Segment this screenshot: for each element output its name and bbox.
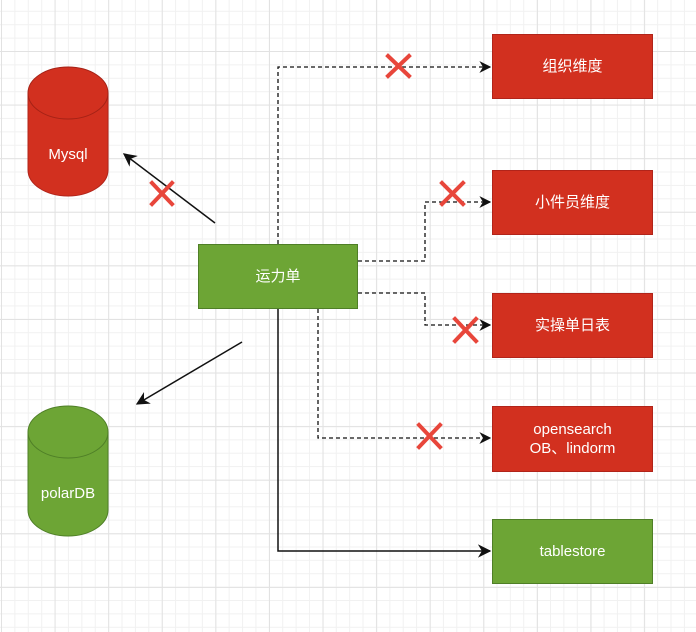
target-node-opensearch[interactable]: opensearch OB、lindorm [492,406,653,472]
mysql-label: Mysql [48,146,88,163]
target-node-label-line2: OB、lindorm [529,440,616,457]
target-node-label: 实操单日表 [534,317,610,334]
target-node-label: tablestore [539,543,606,560]
center-node-capacity-order[interactable]: 运力单 [198,244,358,309]
x-mark-icon [416,422,443,450]
x-mark-icon [452,316,479,344]
x-mark-icon [439,180,466,207]
edge-to-polardb [135,341,243,405]
edge-to-opensearch [317,309,492,444]
edge-to-daily-ops-table [358,292,492,331]
center-node-label: 运力单 [255,268,301,285]
target-node-daily-ops-table[interactable]: 实操单日表 [492,293,653,358]
target-node-courier-dimension[interactable]: 小件员维度 [492,170,653,235]
target-node-tablestore[interactable]: tablestore [492,519,653,584]
polardb-cylinder-icon[interactable] [27,405,109,537]
polardb-label: polarDB [40,485,96,502]
target-node-org-dimension[interactable]: 组织维度 [492,34,653,99]
target-node-label: 组织维度 [542,58,603,75]
target-node-label-line1: opensearch [533,421,612,438]
edge-to-courier-dimension [358,196,492,262]
x-mark-icon [385,53,412,79]
target-node-label: 小件员维度 [534,194,610,211]
x-mark-icon [149,180,175,207]
edge-to-tablestore [277,309,492,558]
edge-to-org-dimension [277,61,492,244]
mysql-cylinder-icon[interactable] [27,66,109,197]
